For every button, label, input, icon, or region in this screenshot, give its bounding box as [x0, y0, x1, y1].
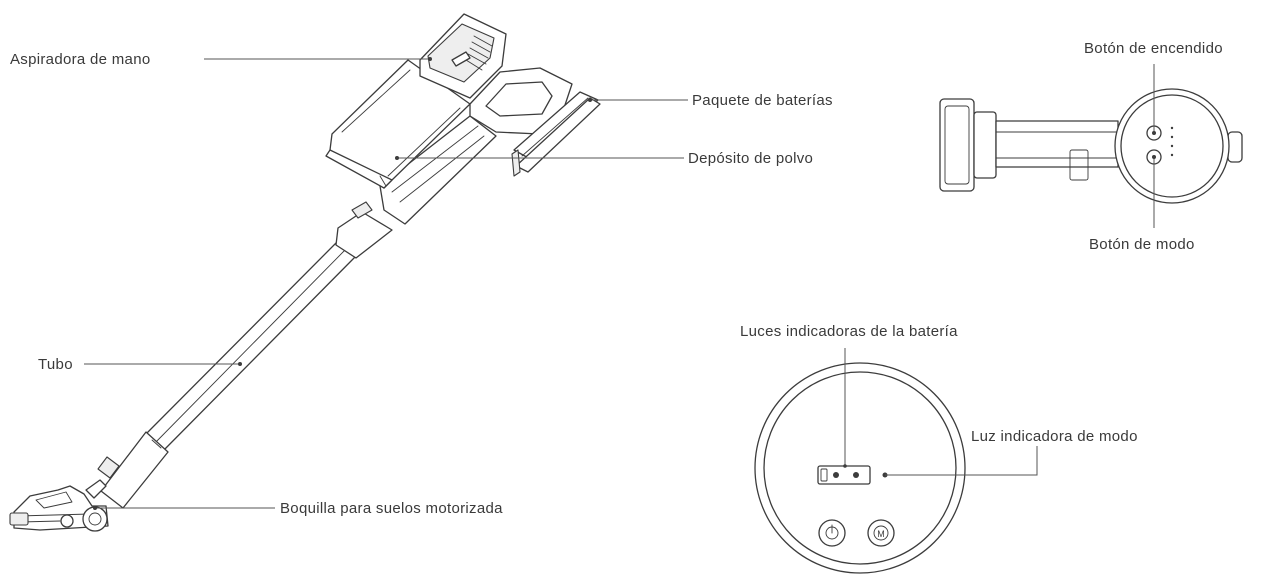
dust-bin: [325, 59, 471, 189]
label-mode-indicator-light: Luz indicadora de modo: [971, 428, 1138, 445]
handheld-side-view: [939, 88, 1243, 204]
handle: [469, 67, 573, 135]
label-dust-bin: Depósito de polvo: [688, 150, 813, 167]
stick-vacuum-illustration: [9, 13, 601, 532]
tube-lower-sleeve: [97, 431, 169, 509]
leader-lines: [84, 57, 1156, 510]
mode-m-icon: M: [867, 519, 895, 547]
label-battery-indicator-lights: Luces indicadoras de la batería: [740, 323, 958, 340]
power-icon: [818, 519, 846, 547]
motor-head: [419, 13, 507, 99]
label-floor-nozzle: Boquilla para suelos motorizada: [280, 500, 503, 517]
tube: [140, 242, 357, 453]
handheld-neck: [379, 115, 497, 225]
rear-face-view: M: [754, 362, 966, 574]
floor-nozzle: [9, 479, 109, 532]
label-handheld-vacuum: Aspiradora de mano: [10, 51, 150, 68]
label-mode-button: Botón de modo: [1089, 236, 1195, 253]
mode-m-glyph: M: [877, 529, 885, 539]
callout-labels: Aspiradora de mano Paquete de baterías D…: [10, 40, 1223, 517]
tube-connector: [335, 201, 393, 259]
label-power-button: Botón de encendido: [1084, 40, 1223, 57]
label-battery-pack: Paquete de baterías: [692, 92, 833, 109]
label-tube: Tubo: [38, 356, 73, 373]
